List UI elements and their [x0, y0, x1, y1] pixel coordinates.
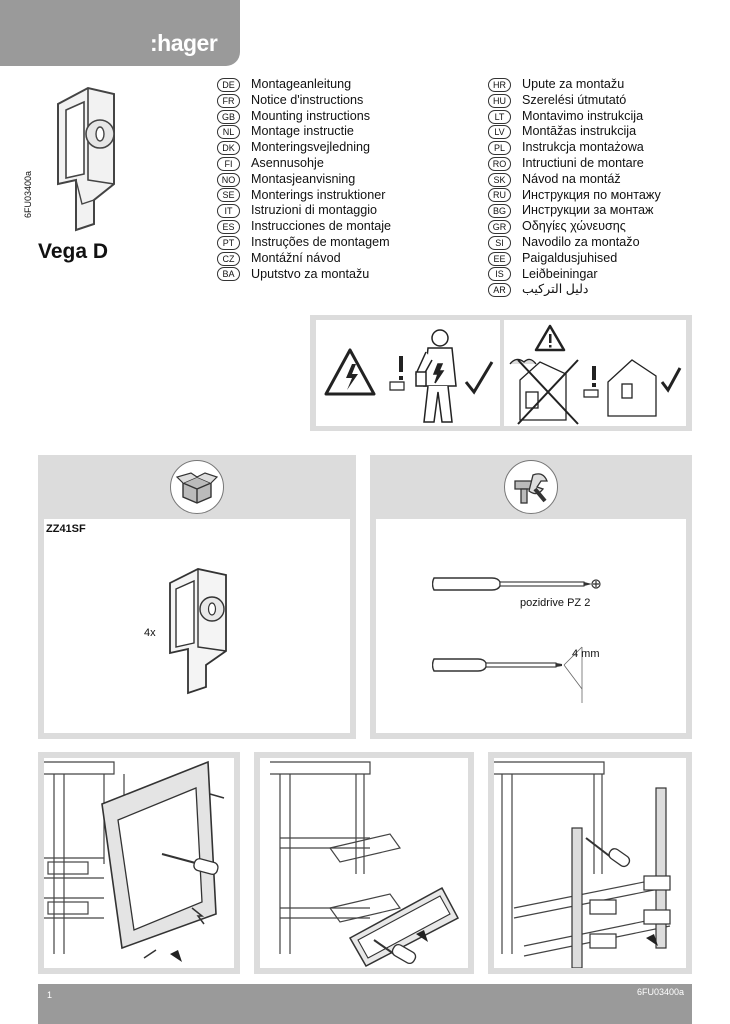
tools-area: pozidrive PZ 2 4 mm: [376, 519, 686, 733]
document-code-vertical: 6FU03400a: [23, 170, 33, 218]
brand-logo: :hager: [150, 30, 218, 56]
house-installation-illustration: [504, 320, 686, 426]
step-3-illustration: [494, 758, 686, 968]
step-2-illustration: [260, 758, 468, 968]
screwdriver-pozidrive-icon: [432, 573, 602, 595]
tools-icon: [504, 460, 558, 514]
tools-panel: pozidrive PZ 2 4 mm: [370, 455, 692, 739]
safety-warning-panel: [310, 315, 692, 431]
exclamation-icon: [399, 356, 403, 380]
step-3-panel: [488, 752, 692, 974]
electrician-figure-icon: [415, 329, 457, 423]
pointing-hand-icon: [389, 381, 405, 391]
checkmark-icon: [464, 361, 494, 395]
screwdriver-flat-icon: [432, 645, 602, 705]
footer-document-code: 6FU03400a: [636, 987, 684, 997]
step-1-panel: [38, 752, 240, 974]
product-title: Vega D: [38, 240, 109, 263]
exclamation-icon: [592, 366, 596, 387]
quantity-label: 4x: [144, 627, 156, 639]
pointing-hand-icon: [583, 389, 599, 398]
page-footer: 1 6FU03400a: [38, 984, 692, 1024]
qualified-electrician-illustration: [316, 320, 500, 426]
cross-icon: [517, 359, 579, 425]
electrical-hazard-icon: [324, 348, 376, 396]
house-indoor-icon: [607, 359, 657, 417]
package-contents-panel: ZZ41SF 4x: [38, 455, 356, 739]
house-outdoor-icon: [509, 358, 567, 421]
contents-area: ZZ41SF 4x: [44, 519, 350, 733]
step-1-illustration: [44, 758, 234, 968]
step-2-panel: [254, 752, 474, 974]
tool2-label: 4 mm: [572, 648, 600, 660]
brand-header: [0, 0, 240, 66]
box-icon: [170, 460, 224, 514]
part-number: ZZ41SF: [46, 523, 86, 535]
page-number: 1: [47, 990, 53, 1000]
checkmark-icon: [660, 367, 682, 393]
tool1-label: pozidrive PZ 2: [520, 597, 591, 609]
product-image: [48, 84, 120, 234]
bracket-part-image: [162, 565, 234, 695]
